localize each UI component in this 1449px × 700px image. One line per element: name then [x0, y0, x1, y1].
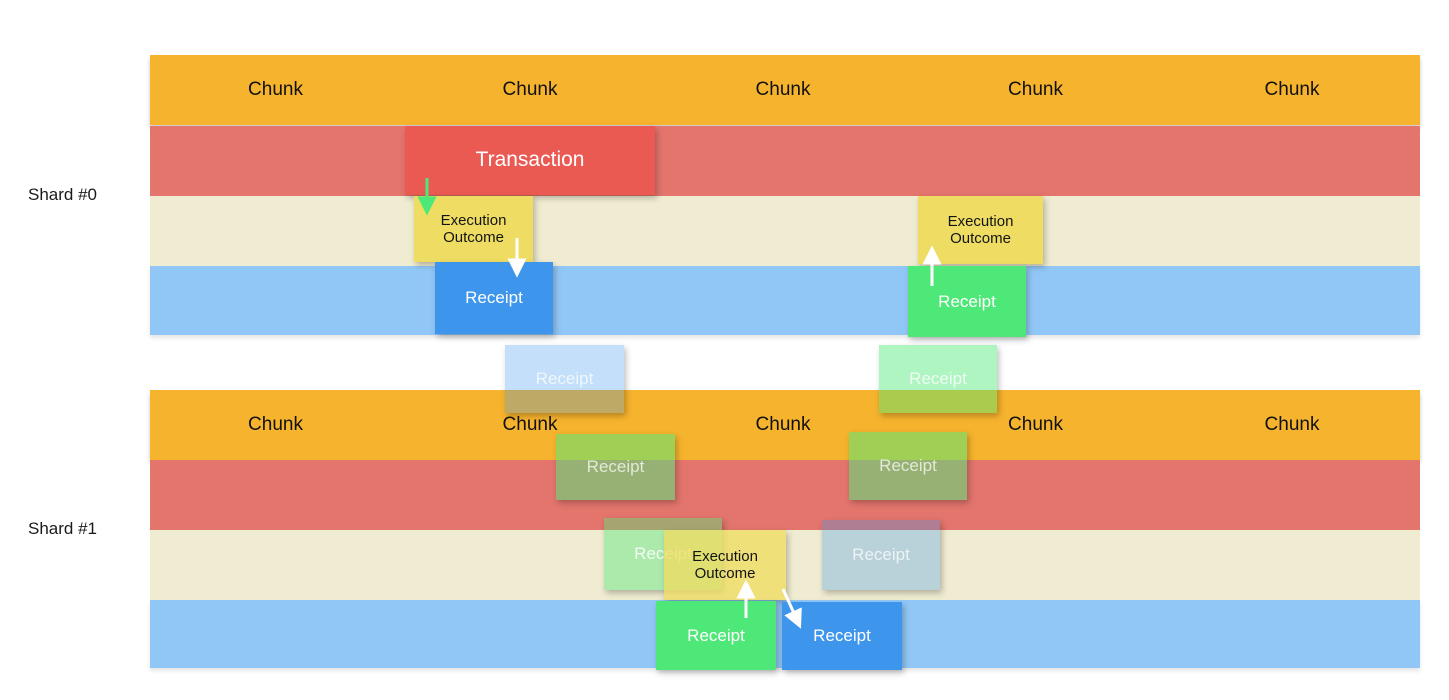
shard-1-chunk-band: Chunk Chunk Chunk Chunk Chunk [150, 390, 1420, 460]
transaction-label: Transaction [475, 148, 585, 172]
receipt-label: Receipt [909, 369, 967, 389]
chunk-label: Chunk [755, 414, 811, 435]
shard-1-chunk-1[interactable]: Chunk [150, 390, 401, 460]
shard-0-execution-outcome-box-1[interactable]: Execution Outcome [414, 196, 533, 262]
chunk-label: Chunk [1008, 414, 1063, 435]
shard-0-chunk-band: Chunk Chunk Chunk Chunk Chunk [150, 55, 1420, 125]
chunk-label: Chunk [1264, 414, 1320, 435]
shard-0-receipt-box-outgoing[interactable]: Receipt [435, 262, 553, 334]
shard-1-chunk-2[interactable]: Chunk [405, 390, 655, 460]
shard-1-receipt-ghost-blue-top[interactable]: Receipt [505, 345, 624, 413]
shard-0-receipt-band [150, 266, 1420, 335]
shard-1-receipt-ghost-blue-right[interactable]: Receipt [822, 520, 940, 590]
execution-outcome-line-2: Outcome [950, 230, 1011, 247]
shard-0-chunk-4[interactable]: Chunk [911, 55, 1160, 125]
receipt-label: Receipt [687, 625, 745, 645]
shard-1-execution-outcome-box-3[interactable]: Execution Outcome [664, 530, 786, 600]
shard-1-receipt-ghost-green-mid-left[interactable]: Receipt [556, 434, 675, 500]
shard-0-chunk-3[interactable]: Chunk [659, 55, 907, 125]
chunk-label: Chunk [248, 414, 303, 435]
shard-0-chunk-1[interactable]: Chunk [150, 55, 401, 125]
shard-1-receipt-ghost-green-mid-right[interactable]: Receipt [849, 432, 967, 500]
receipt-label: Receipt [813, 626, 871, 646]
shard-0-transaction-band [150, 126, 1420, 196]
shard-0-receipt-box-incoming[interactable]: Receipt [908, 266, 1026, 337]
execution-outcome-line-1: Execution [947, 212, 1014, 230]
receipt-label: Receipt [465, 288, 523, 308]
receipt-label: Receipt [586, 457, 645, 477]
shard-0-chunk-2[interactable]: Chunk [405, 55, 655, 125]
chunk-label: Chunk [755, 79, 811, 100]
shard-1-chunk-5[interactable]: Chunk [1164, 390, 1420, 460]
chunk-label: Chunk [1008, 79, 1063, 100]
shard-1-receipt-box-processed[interactable]: Receipt [656, 601, 776, 670]
shard-1-label: Shard #1 [28, 519, 97, 538]
shard-1-receipt-box-emitted[interactable]: Receipt [782, 602, 902, 670]
chunk-label: Chunk [502, 79, 558, 100]
execution-outcome-line-2: Outcome [443, 229, 504, 246]
shard-1-receipt-ghost-green-top-right[interactable]: Receipt [879, 345, 997, 413]
shard-0-execution-outcome-box-2[interactable]: Execution Outcome [918, 196, 1043, 264]
chunk-label: Chunk [248, 79, 303, 100]
chunk-label: Chunk [1264, 79, 1320, 100]
shard-0-label: Shard #0 [28, 185, 97, 204]
execution-outcome-line-2: Outcome [694, 565, 756, 582]
execution-outcome-line-1: Execution [692, 547, 758, 565]
shard-1-transaction-band [150, 460, 1420, 530]
shard-0-execution-outcome-band [150, 196, 1420, 266]
shard-0-chunk-5[interactable]: Chunk [1164, 55, 1420, 125]
execution-outcome-line-1: Execution [440, 211, 507, 229]
shard-0-transaction-box[interactable]: Transaction [405, 126, 655, 195]
receipt-label: Receipt [938, 291, 996, 311]
receipt-label: Receipt [879, 456, 937, 476]
receipt-label: Receipt [535, 369, 594, 389]
receipt-label: Receipt [852, 545, 910, 565]
chunk-label: Chunk [502, 414, 558, 435]
